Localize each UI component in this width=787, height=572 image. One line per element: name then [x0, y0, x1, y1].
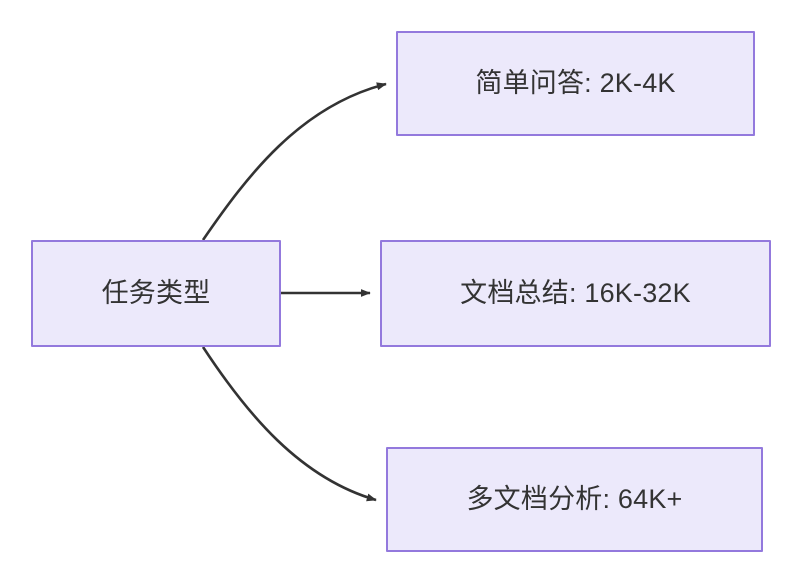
edge-source-to-simple-qa [201, 82, 387, 241]
node-simple-qa-label: 简单问答: 2K-4K [475, 68, 676, 99]
node-simple-qa[interactable]: 简单问答: 2K-4K [396, 31, 755, 136]
edge-source-to-multi-doc [201, 346, 377, 502]
node-doc-summary[interactable]: 文档总结: 16K-32K [380, 240, 771, 347]
node-task-type[interactable]: 任务类型 [31, 240, 281, 347]
node-task-type-label: 任务类型 [101, 278, 211, 309]
node-multi-doc[interactable]: 多文档分析: 64K+ [386, 447, 763, 552]
node-multi-doc-label: 多文档分析: 64K+ [466, 484, 683, 515]
node-doc-summary-label: 文档总结: 16K-32K [460, 278, 691, 309]
